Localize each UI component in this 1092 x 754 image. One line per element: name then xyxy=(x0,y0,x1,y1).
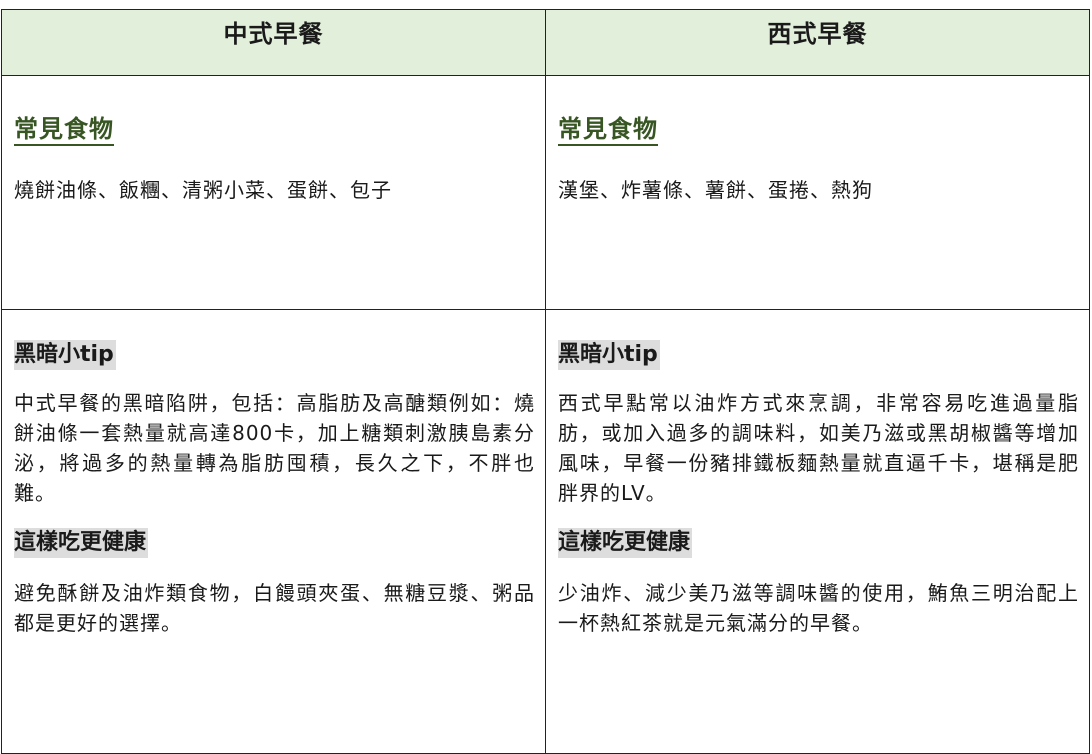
western-tip-text: 西式早點常以油炸方式來烹調，非常容易吃進過量脂肪，或加入過多的調味料，如美乃滋或… xyxy=(558,391,1079,505)
chinese-tips-cell: 黑暗小tip 中式早餐的黑暗陷阱，包括：高脂肪及高醣類例如：燒餅油條一套熱量就高… xyxy=(1,309,546,754)
chinese-tip-heading: 黑暗小tip xyxy=(14,340,116,370)
western-foods-text: 漢堡、炸薯條、薯餅、蛋捲、熱狗 xyxy=(558,178,873,202)
western-health-heading: 這樣吃更健康 xyxy=(558,528,693,558)
common-foods-row: 常見食物 燒餅油條、飯糰、清粥小菜、蛋餅、包子 常見食物 漢堡、炸薯條、薯餅、蛋… xyxy=(1,75,1090,310)
chinese-health-text: 避免酥餅及油炸類食物，白饅頭夾蛋、無糖豆漿、粥品都是更好的選擇。 xyxy=(14,581,535,635)
header-row: 中式早餐 西式早餐 xyxy=(1,9,1090,76)
western-foods-cell: 常見食物 漢堡、炸薯條、薯餅、蛋捲、熱狗 xyxy=(545,75,1090,310)
tips-row: 黑暗小tip 中式早餐的黑暗陷阱，包括：高脂肪及高醣類例如：燒餅油條一套熱量就高… xyxy=(1,309,1090,754)
chinese-health-heading: 這樣吃更健康 xyxy=(14,528,149,558)
header-western-breakfast: 西式早餐 xyxy=(545,9,1090,76)
western-tips-cell: 黑暗小tip 西式早點常以油炸方式來烹調，非常容易吃進過量脂肪，或加入過多的調味… xyxy=(545,309,1090,754)
chinese-foods-heading: 常見食物 xyxy=(14,114,114,146)
header-chinese-breakfast: 中式早餐 xyxy=(1,9,546,76)
chinese-foods-text: 燒餅油條、飯糰、清粥小菜、蛋餅、包子 xyxy=(14,178,392,202)
western-health-text: 少油炸、減少美乃滋等調味醬的使用，鮪魚三明治配上一杯熱紅茶就是元氣滿分的早餐。 xyxy=(558,581,1079,635)
breakfast-comparison-table: 中式早餐 西式早餐 常見食物 燒餅油條、飯糰、清粥小菜、蛋餅、包子 常見食物 漢… xyxy=(1,9,1090,754)
chinese-tip-text: 中式早餐的黑暗陷阱，包括：高脂肪及高醣類例如：燒餅油條一套熱量就高達800卡，加… xyxy=(14,391,535,505)
western-tip-heading: 黑暗小tip xyxy=(558,340,660,370)
chinese-foods-cell: 常見食物 燒餅油條、飯糰、清粥小菜、蛋餅、包子 xyxy=(1,75,546,310)
western-foods-heading: 常見食物 xyxy=(558,114,658,146)
